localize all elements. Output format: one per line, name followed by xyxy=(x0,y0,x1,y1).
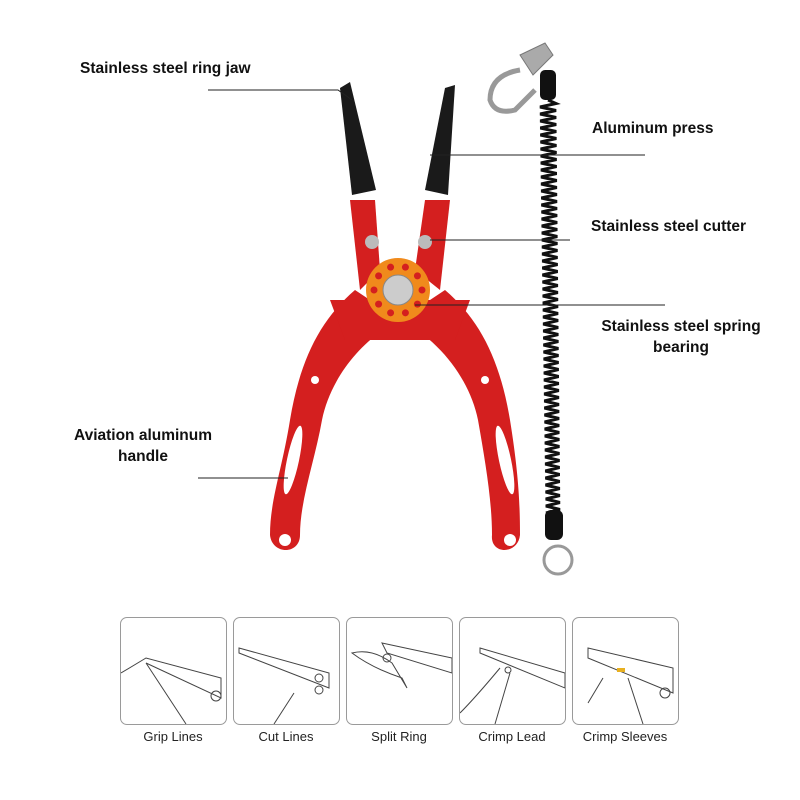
split-ring xyxy=(542,544,574,576)
callout-spring-bearing: Stainless steel spring bearing xyxy=(591,316,771,358)
usage-sketch-icon xyxy=(350,642,452,689)
callout-aluminum-press: Aluminum press xyxy=(592,120,714,137)
function-caption: Grip Lines xyxy=(143,729,203,744)
usage-sketch-icon xyxy=(460,647,565,724)
callout-cutter: Stainless steel cutter xyxy=(591,218,747,235)
ring-jaw xyxy=(340,82,376,195)
function-caption: Cut Lines xyxy=(258,729,314,744)
callout-text: Aviation aluminum xyxy=(73,427,213,444)
function-caption: Crimp Lead xyxy=(478,729,546,744)
coiled-lanyard xyxy=(487,42,574,576)
function-panel-split-ring xyxy=(346,617,453,725)
callout-handle: Aviation aluminum handle xyxy=(60,425,226,467)
usage-sketch-icon xyxy=(587,647,674,724)
function-panel-grip-lines xyxy=(120,617,227,725)
function-caption: Split Ring xyxy=(371,729,427,744)
function-panel-crimp-lead xyxy=(459,617,566,725)
pliers xyxy=(270,82,520,550)
callout-text: bearing xyxy=(653,339,709,356)
callout-text: handle xyxy=(118,448,168,465)
function-caption: Crimp Sleeves xyxy=(582,729,668,744)
callout-ring-jaw: Stainless steel ring jaw xyxy=(80,60,251,77)
callout-text: Stainless steel spring xyxy=(601,318,761,335)
carabiner-clip xyxy=(487,67,537,114)
function-panel-crimp-sleeves xyxy=(572,617,679,725)
usage-sketch-icon xyxy=(238,647,330,724)
function-panel-cut-lines xyxy=(233,617,340,725)
usage-sketch-icon xyxy=(121,657,222,724)
